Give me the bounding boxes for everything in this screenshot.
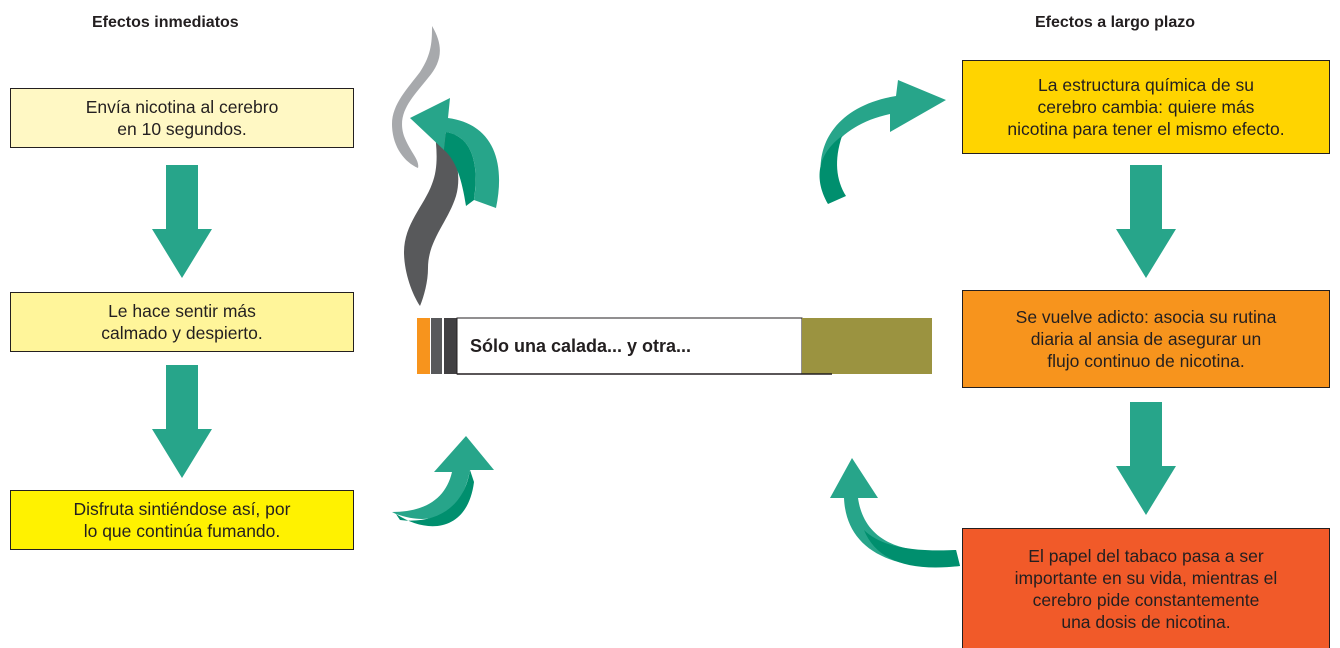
curved-arrow-bottom-left-icon xyxy=(392,436,494,527)
right-step-1-text: La estructura química de su cerebro camb… xyxy=(1007,75,1285,139)
cigarette-ember xyxy=(417,318,430,374)
down-arrow-icon xyxy=(152,165,212,278)
smoke-light-icon xyxy=(392,26,440,168)
cigarette-filter xyxy=(802,318,932,374)
curved-arrow-bottom-right-icon xyxy=(830,458,960,568)
left-step-2: Le hace sentir más calmado y despierto. xyxy=(10,292,354,352)
left-step-3-text: Disfruta sintiéndose así, por lo que con… xyxy=(73,499,291,541)
right-step-1: La estructura química de su cerebro camb… xyxy=(962,60,1330,154)
down-arrow-icon xyxy=(1116,165,1176,278)
left-step-2-text: Le hace sentir más calmado y despierto. xyxy=(101,301,263,343)
down-arrow-icon xyxy=(1116,402,1176,515)
left-step-1-text: Envía nicotina al cerebro en 10 segundos… xyxy=(85,97,279,139)
down-arrow-icon xyxy=(152,365,212,478)
curved-arrow-smoke-icon xyxy=(410,98,500,208)
right-step-3: El papel del tabaco pasa a ser important… xyxy=(962,528,1330,648)
right-heading: Efectos a largo plazo xyxy=(1035,14,1196,31)
right-step-3-text: El papel del tabaco pasa a ser important… xyxy=(1014,545,1278,632)
cigarette-ash-band-1 xyxy=(431,318,442,374)
right-step-2-text: Se vuelve adicto: asocia su rutina diari… xyxy=(1015,307,1277,371)
left-step-3: Disfruta sintiéndose así, por lo que con… xyxy=(10,490,354,550)
left-step-1: Envía nicotina al cerebro en 10 segundos… xyxy=(10,88,354,148)
smoke-dark-icon xyxy=(404,112,459,306)
left-heading: Efectos inmediatos xyxy=(92,14,239,31)
right-step-2: Se vuelve adicto: asocia su rutina diari… xyxy=(962,290,1330,388)
curved-arrow-top-right-icon xyxy=(819,80,946,204)
cigarette-label: Sólo una calada... y otra... xyxy=(470,336,692,356)
cigarette-ash-band-2 xyxy=(444,318,457,374)
